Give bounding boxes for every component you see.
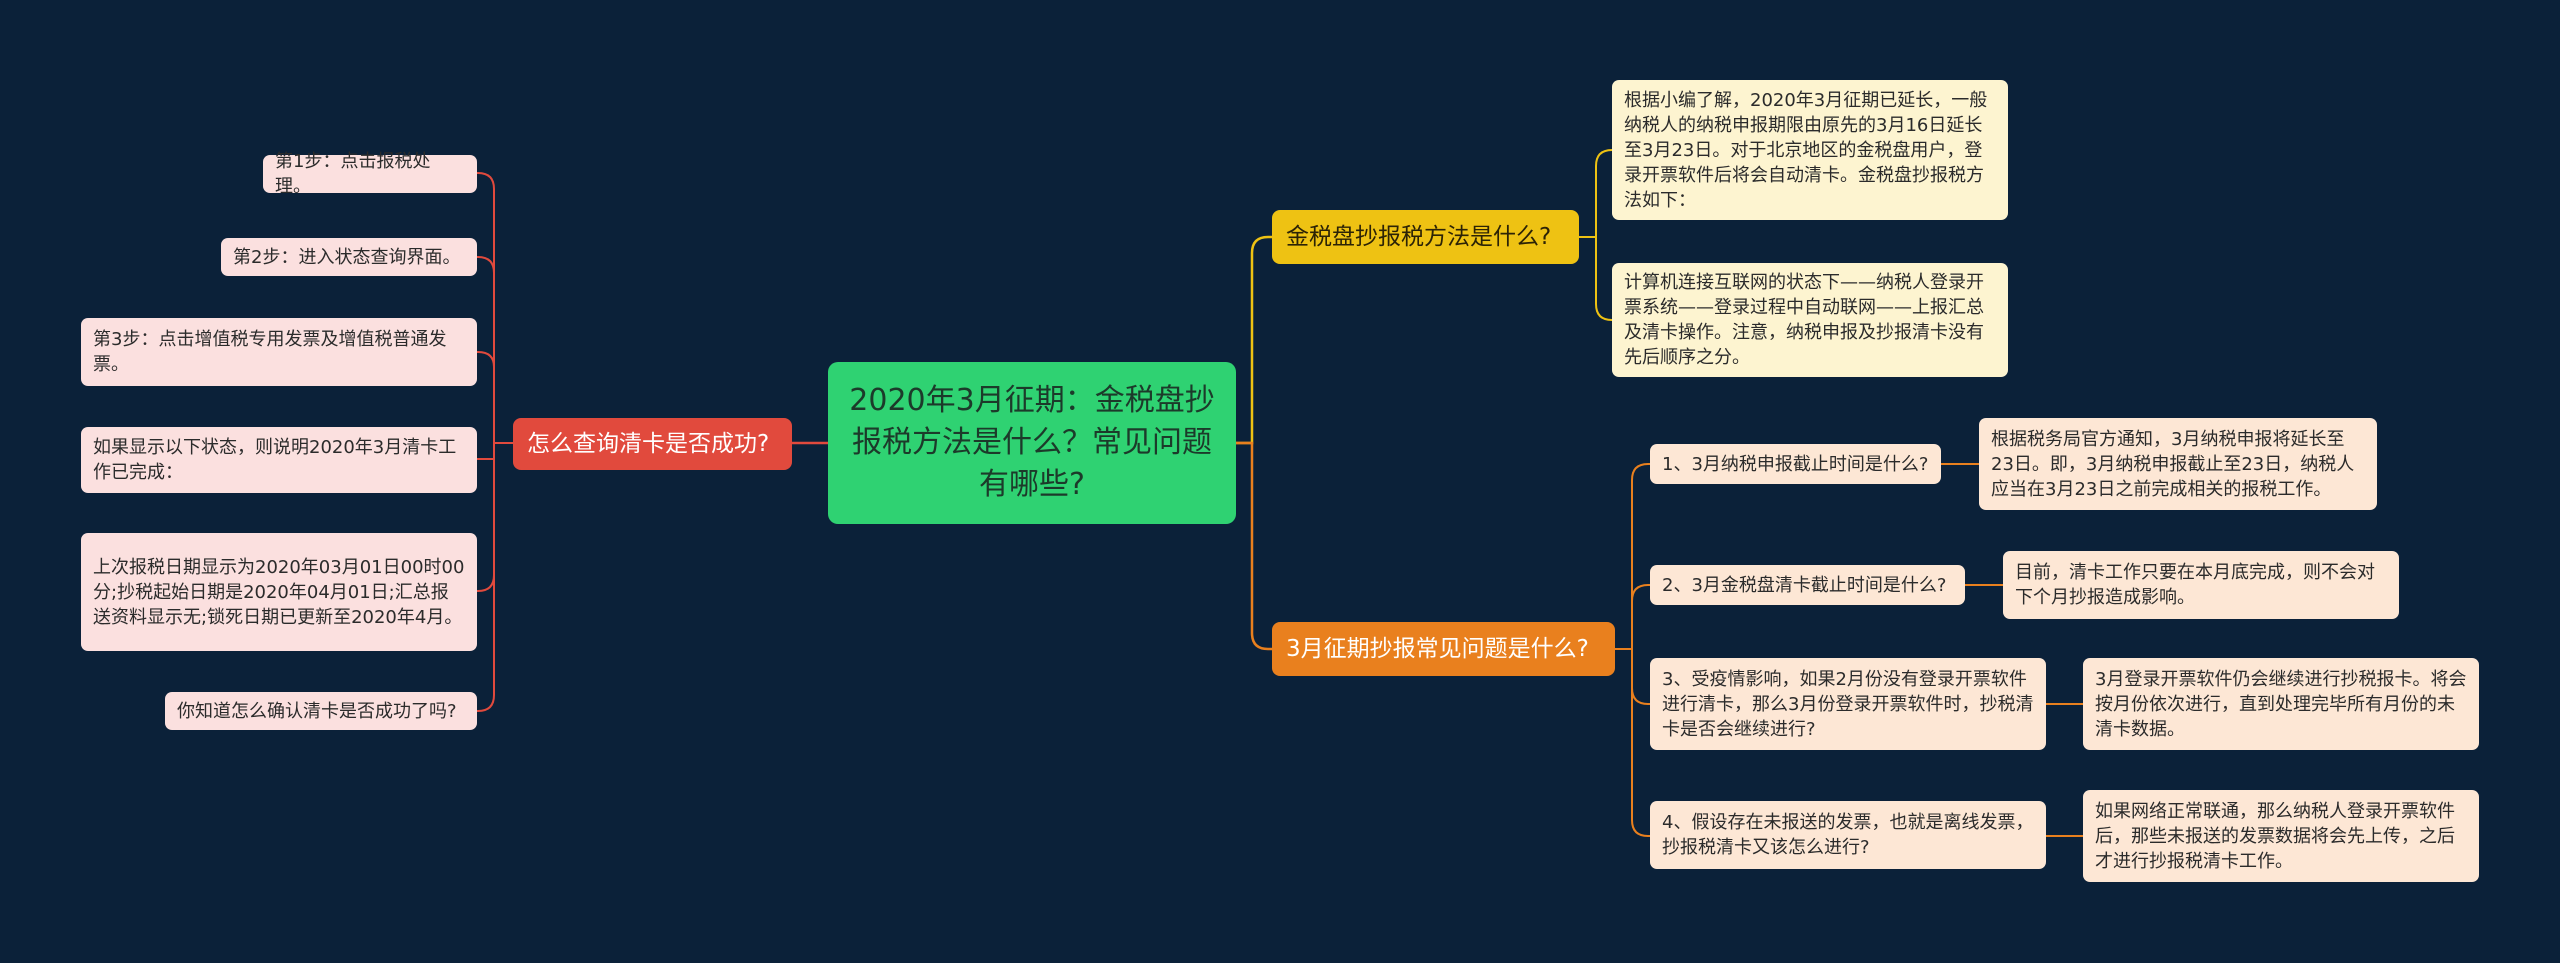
left-item-label: 上次报税日期显示为2020年03月01日00时00分;抄税起始日期是2020年0…	[93, 556, 465, 628]
left-item-status-detail[interactable]: 上次报税日期显示为2020年03月01日00时00分;抄税起始日期是2020年0…	[81, 533, 477, 651]
root-topic-label: 2020年3月征期：金税盘抄报税方法是什么？常见问题有哪些?	[849, 383, 1215, 502]
left-item-label: 第3步：点击增值税专用发票及增值税普通发票。	[93, 329, 447, 375]
branch-golden-tax-method[interactable]: 金税盘抄报税方法是什么?	[1272, 210, 1579, 264]
question-4[interactable]: 4、假设存在未报送的发票，也就是离线发票，抄报税清卡又该怎么进行?	[1650, 801, 2046, 869]
question-2[interactable]: 2、3月金税盘清卡截止时间是什么?	[1650, 565, 1965, 605]
answer-label: 3月登录开票软件仍会继续进行抄税报卡。将会按月份依次进行，直到处理完毕所有月份的…	[2095, 668, 2467, 740]
left-item-label: 第2步：进入状态查询界面。	[233, 246, 461, 268]
answer-4[interactable]: 如果网络正常联通，那么纳税人登录开票软件后，那些未报送的发票数据将会先上传，之后…	[2083, 790, 2479, 882]
answer-label: 如果网络正常联通，那么纳税人登录开票软件后，那些未报送的发票数据将会先上传，之后…	[2095, 800, 2455, 872]
gold-item-label: 根据小编了解，2020年3月征期已延长，一般纳税人的纳税申报期限由原先的3月16…	[1624, 89, 1988, 211]
question-label: 3、受疫情影响，如果2月份没有登录开票软件进行清卡，那么3月份登录开票软件时，抄…	[1662, 668, 2034, 740]
left-item-label: 第1步：点击报税处理。	[275, 151, 431, 197]
branch-label: 3月征期抄报常见问题是什么?	[1286, 636, 1589, 662]
question-label: 1、3月纳税申报截止时间是什么?	[1662, 453, 1929, 475]
question-label: 2、3月金税盘清卡截止时间是什么?	[1662, 574, 1947, 596]
answer-label: 根据税务局官方通知，3月纳税申报将延长至23日。即，3月纳税申报截止至23日，纳…	[1991, 428, 2355, 500]
gold-item-intro[interactable]: 根据小编了解，2020年3月征期已延长，一般纳税人的纳税申报期限由原先的3月16…	[1612, 80, 2008, 220]
root-topic[interactable]: 2020年3月征期：金税盘抄报税方法是什么？常见问题有哪些?	[828, 362, 1236, 524]
question-label: 4、假设存在未报送的发票，也就是离线发票，抄报税清卡又该怎么进行?	[1662, 812, 2034, 858]
connector-root-orange	[1236, 441, 1272, 651]
branch-query-clear-card[interactable]: 怎么查询清卡是否成功?	[513, 418, 792, 470]
gold-item-label: 计算机连接互联网的状态下——纳税人登录开票系统——登录过程中自动联网——上报汇总…	[1624, 272, 1984, 368]
branch-label: 金税盘抄报税方法是什么?	[1286, 224, 1552, 250]
question-1[interactable]: 1、3月纳税申报截止时间是什么?	[1650, 444, 1941, 484]
left-item-step2[interactable]: 第2步：进入状态查询界面。	[221, 238, 477, 276]
branch-label: 怎么查询清卡是否成功?	[527, 431, 770, 457]
answer-label: 目前，清卡工作只要在本月底完成，则不会对下个月抄报造成影响。	[2015, 562, 2375, 608]
left-item-step1[interactable]: 第1步：点击报税处理。	[263, 151, 477, 197]
branch-common-questions[interactable]: 3月征期抄报常见问题是什么?	[1272, 622, 1615, 676]
left-item-step3[interactable]: 第3步：点击增值税专用发票及增值税普通发票。	[81, 318, 477, 386]
question-3[interactable]: 3、受疫情影响，如果2月份没有登录开票软件进行清卡，那么3月份登录开票软件时，抄…	[1650, 658, 2046, 750]
gold-item-steps[interactable]: 计算机连接互联网的状态下——纳税人登录开票系统——登录过程中自动联网——上报汇总…	[1612, 263, 2008, 377]
connector-root-gold	[1236, 235, 1272, 445]
connector-gold-items	[1579, 149, 1613, 321]
answer-1[interactable]: 根据税务局官方通知，3月纳税申报将延长至23日。即，3月纳税申报截止至23日，纳…	[1979, 418, 2377, 510]
answer-2[interactable]: 目前，清卡工作只要在本月底完成，则不会对下个月抄报造成影响。	[2003, 551, 2399, 619]
connector-left-items	[477, 172, 513, 712]
left-item-label: 你知道怎么确认清卡是否成功了吗?	[177, 700, 457, 722]
connector-orange-items	[1615, 463, 2083, 837]
left-item-label: 如果显示以下状态，则说明2020年3月清卡工作已完成：	[93, 437, 457, 483]
answer-3[interactable]: 3月登录开票软件仍会继续进行抄税报卡。将会按月份依次进行，直到处理完毕所有月份的…	[2083, 658, 2479, 750]
left-item-status-done[interactable]: 如果显示以下状态，则说明2020年3月清卡工作已完成：	[81, 427, 477, 493]
left-item-question[interactable]: 你知道怎么确认清卡是否成功了吗?	[165, 692, 477, 730]
